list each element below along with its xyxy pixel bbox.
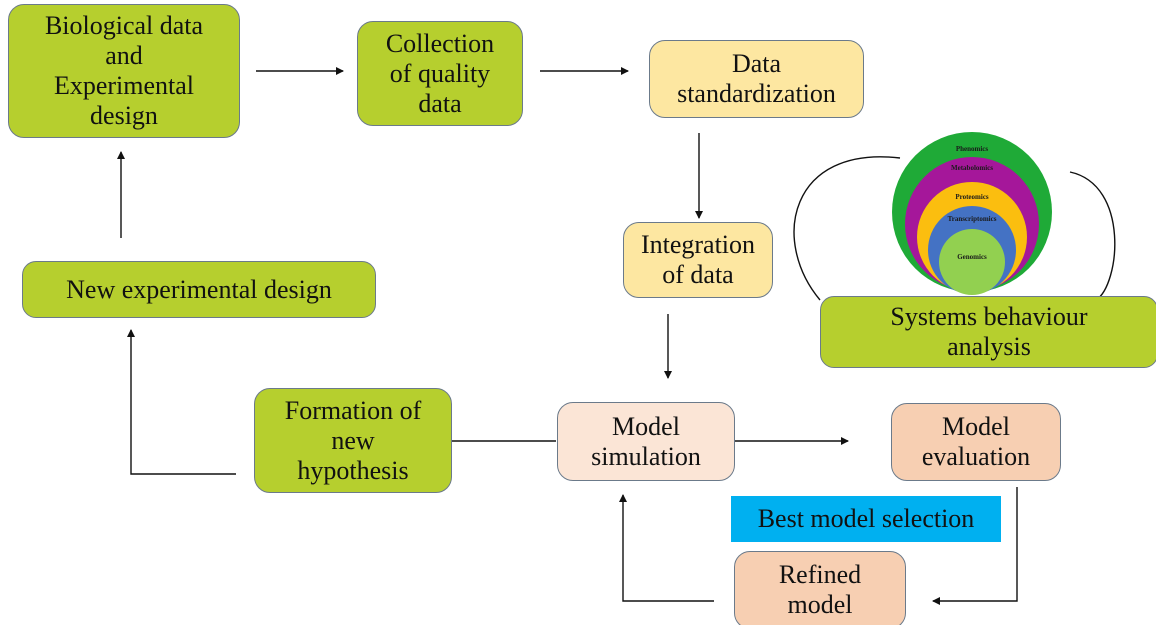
omics-enclosing-arc [793,156,1116,301]
metabolomics-label: Metabolomics [951,164,993,172]
proteomics-label: Proteomics [955,193,989,201]
data-standardization-box: Data standardization [649,40,864,118]
best-model-selection-banner: Best model selection [731,496,1001,542]
biological-data-box: Biological data and Experimental design [8,4,240,138]
genomics-label: Genomics [957,253,987,261]
model-simulation-box: Model simulation [557,402,735,481]
systems-behaviour-box: Systems behaviour analysis [820,296,1156,368]
omics-circles: Phenomics Metabolomics Proteomics Transc… [892,132,1052,295]
refined-model-box: Refined model [734,551,906,625]
phenomics-label: Phenomics [956,145,989,153]
arrow-refined-to-simulation [619,494,714,602]
formation-hypothesis-box: Formation of new hypothesis [254,388,452,493]
collection-box: Collection of quality data [357,21,523,126]
new-experimental-design-box: New experimental design [22,261,376,318]
transcriptomics-label: Transcriptomics [948,215,997,223]
arrow-evaluation-to-refined [932,487,1018,605]
genomics-circle [939,229,1005,295]
arrow-formation-to-new-design [127,329,236,475]
model-evaluation-box: Model evaluation [891,403,1061,481]
integration-box: Integration of data [623,222,773,298]
